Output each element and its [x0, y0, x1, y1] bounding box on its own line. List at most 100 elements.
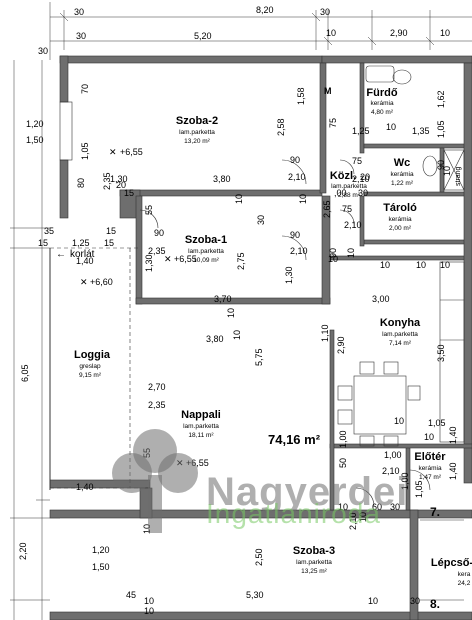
dim: 1,50 — [26, 135, 44, 145]
dim: 1,35 — [412, 126, 430, 136]
dim: 10 — [144, 606, 154, 616]
dim: 75 — [352, 156, 362, 166]
dim: 45 — [126, 590, 136, 600]
dim: 1,40 — [76, 256, 94, 266]
dim: 10 — [142, 524, 152, 534]
apartment-8: 8. — [430, 597, 440, 611]
room-konyha-area: 7,14 m² — [389, 340, 412, 347]
room-nappali-area: 18,11 m² — [188, 432, 214, 439]
dim: 1,30 — [110, 174, 128, 184]
dim-top: 10 — [440, 28, 450, 38]
dim: 15 — [104, 238, 114, 248]
dim: 2,90 — [336, 336, 346, 354]
dimension-lines-left — [10, 60, 60, 620]
dim: 60 — [372, 502, 382, 512]
dim: 1,00 — [338, 430, 348, 448]
dim: 2,10 — [290, 246, 308, 256]
dim: 10 — [346, 248, 356, 258]
dim: 80 — [76, 178, 86, 188]
dim: 75 — [328, 118, 338, 128]
level-mark-2: +6,55 — [174, 254, 197, 264]
dim: 90 — [290, 230, 300, 240]
dim: 1,20 — [26, 119, 44, 129]
room-szoba1-floor: lam.parketta — [188, 248, 224, 255]
dim-top: 5,20 — [194, 31, 212, 41]
room-kozl-floor: lam.parketta — [331, 183, 367, 190]
dim: 10 — [234, 194, 244, 204]
stair-lines — [420, 519, 464, 601]
dim: 2,10 — [348, 512, 358, 530]
total-area: 74,16 m² — [268, 432, 321, 447]
dim: 3,00 — [372, 294, 390, 304]
dim: 10 — [232, 330, 242, 340]
m-mark: M — [324, 86, 332, 96]
dim: 20 — [116, 180, 126, 190]
room-konyha-floor: lam.parketta — [382, 331, 418, 338]
walls — [49, 55, 472, 620]
dim: 10 — [380, 260, 390, 270]
level-cross-icon: ✕ — [80, 277, 88, 287]
dim-top: 30 — [76, 31, 86, 41]
strang-label: strang — [455, 166, 462, 186]
kitchen-counter — [439, 261, 465, 443]
room-konyha-name: Konyha — [380, 317, 421, 329]
dim: 10 — [328, 254, 338, 264]
dim: 1,40 — [448, 462, 458, 480]
dim: 10 — [368, 596, 378, 606]
dim: 1,05 — [80, 142, 90, 160]
dim-top: 10 — [326, 28, 336, 38]
dim: 1,30 — [284, 266, 294, 284]
dim: 10 — [298, 194, 308, 204]
dining-table — [337, 361, 421, 447]
level-mark-3: +6,60 — [90, 277, 113, 287]
room-wc-area: 1,22 m² — [391, 180, 414, 187]
level-cross-icon: ✕ — [164, 254, 172, 264]
apartment-7: 7. — [430, 505, 440, 519]
korlat-label: korlát — [70, 249, 95, 260]
dim: 1,20 — [92, 545, 110, 555]
room-furdo-area: 4,80 m² — [371, 109, 394, 116]
dim-top: 30 — [74, 7, 84, 17]
watermark-brand: Nagyerdei — [206, 470, 409, 514]
dim: 90 — [328, 248, 338, 258]
dim: 3,50 — [436, 344, 446, 362]
room-eloter-floor: kerámia — [418, 465, 442, 472]
level-mark-4: +6,55 — [186, 458, 209, 468]
dim: 30 — [256, 215, 266, 225]
dim: 5,30 — [246, 590, 264, 600]
dim: 2,58 — [276, 118, 286, 136]
dim: 90 — [290, 155, 300, 165]
room-loggia-floor: greslap — [79, 363, 101, 370]
dim: 1,50 — [92, 562, 110, 572]
room-furdo-floor: kerámia — [370, 100, 394, 107]
dim: 50 — [338, 458, 348, 468]
level-mark-1: +6,55 — [120, 147, 143, 157]
room-nappali-floor: lam.parketta — [183, 423, 219, 430]
room-szoba2-area: 13,20 m² — [184, 138, 210, 145]
dim: 2,10 — [288, 172, 306, 182]
dim-top: 30 — [320, 7, 330, 17]
dim: 2,35 — [148, 400, 166, 410]
dim: 15 — [38, 238, 48, 248]
dim-top: 30 — [38, 46, 48, 56]
dim: 10 — [394, 416, 404, 426]
arrow-icon: ← — [56, 249, 66, 260]
room-furdo-name: Fürdő — [366, 87, 397, 99]
dim: 2,35 — [102, 172, 112, 190]
room-lepcso-area: 24,2 — [458, 580, 471, 587]
room-szoba1-area: 10,09 m² — [193, 257, 219, 264]
bathroom-fixtures — [365, 65, 465, 191]
dim-top: 8,20 — [256, 5, 274, 15]
dim: 1,25 — [72, 238, 90, 248]
dim: 10 — [440, 260, 450, 270]
dim: 30 — [410, 596, 420, 606]
dim: 3,80 — [206, 334, 224, 344]
watermark-sub: Ingatlaniroda — [206, 498, 381, 529]
dim: 20 — [360, 172, 370, 182]
dim: 1,40 — [76, 482, 94, 492]
dim: 3,70 — [214, 294, 232, 304]
dim: 30 — [358, 188, 368, 198]
room-szoba2-floor: lam.parketta — [179, 129, 215, 136]
dim: 2,70 — [148, 382, 166, 392]
nagyerdei-logo-icon — [112, 429, 198, 533]
